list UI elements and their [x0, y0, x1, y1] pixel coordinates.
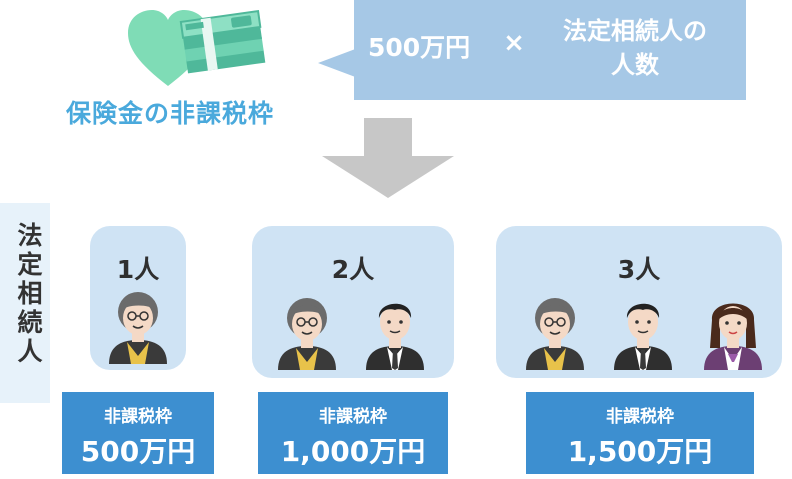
young-woman-icon [704, 303, 762, 370]
elderly-woman-icon [278, 298, 336, 370]
result-amount-1: 500万円 [80, 435, 196, 468]
group-count-2: 2人 [331, 255, 375, 284]
side-label-box [0, 203, 50, 403]
group-count-1: 1人 [116, 255, 160, 284]
formula-heirs-line1: 法定相続人の [563, 17, 707, 45]
result-amount-2: 1,000万円 [280, 435, 426, 468]
down-arrow-icon [322, 118, 454, 198]
formula-heirs: 法定相続人の 人数 [540, 14, 730, 82]
result-label-2: 非課税枠 [319, 407, 387, 427]
man-in-suit-icon [614, 303, 672, 370]
formula-heirs-line2: 人数 [611, 51, 659, 79]
heart-money-icon [128, 9, 266, 86]
result-box-1 [62, 392, 214, 474]
formula-amount: 500万円 [368, 33, 471, 62]
result-box-3 [526, 392, 754, 474]
elderly-woman-icon [526, 298, 584, 370]
result-label-1: 非課税枠 [104, 407, 172, 427]
page-title: 保険金の非課税枠 [66, 99, 275, 128]
formula-operator: × [503, 28, 525, 58]
group-count-3: 3人 [617, 255, 661, 284]
result-box-2 [258, 392, 448, 474]
man-in-suit-icon [366, 303, 424, 370]
formula-bubble [354, 0, 746, 100]
elderly-woman-icon [109, 292, 167, 364]
result-amount-3: 1,500万円 [567, 435, 713, 468]
result-label-3: 非課税枠 [606, 407, 674, 427]
side-label-text: 法定相続人 [14, 222, 43, 367]
bubble-tail [318, 48, 358, 78]
